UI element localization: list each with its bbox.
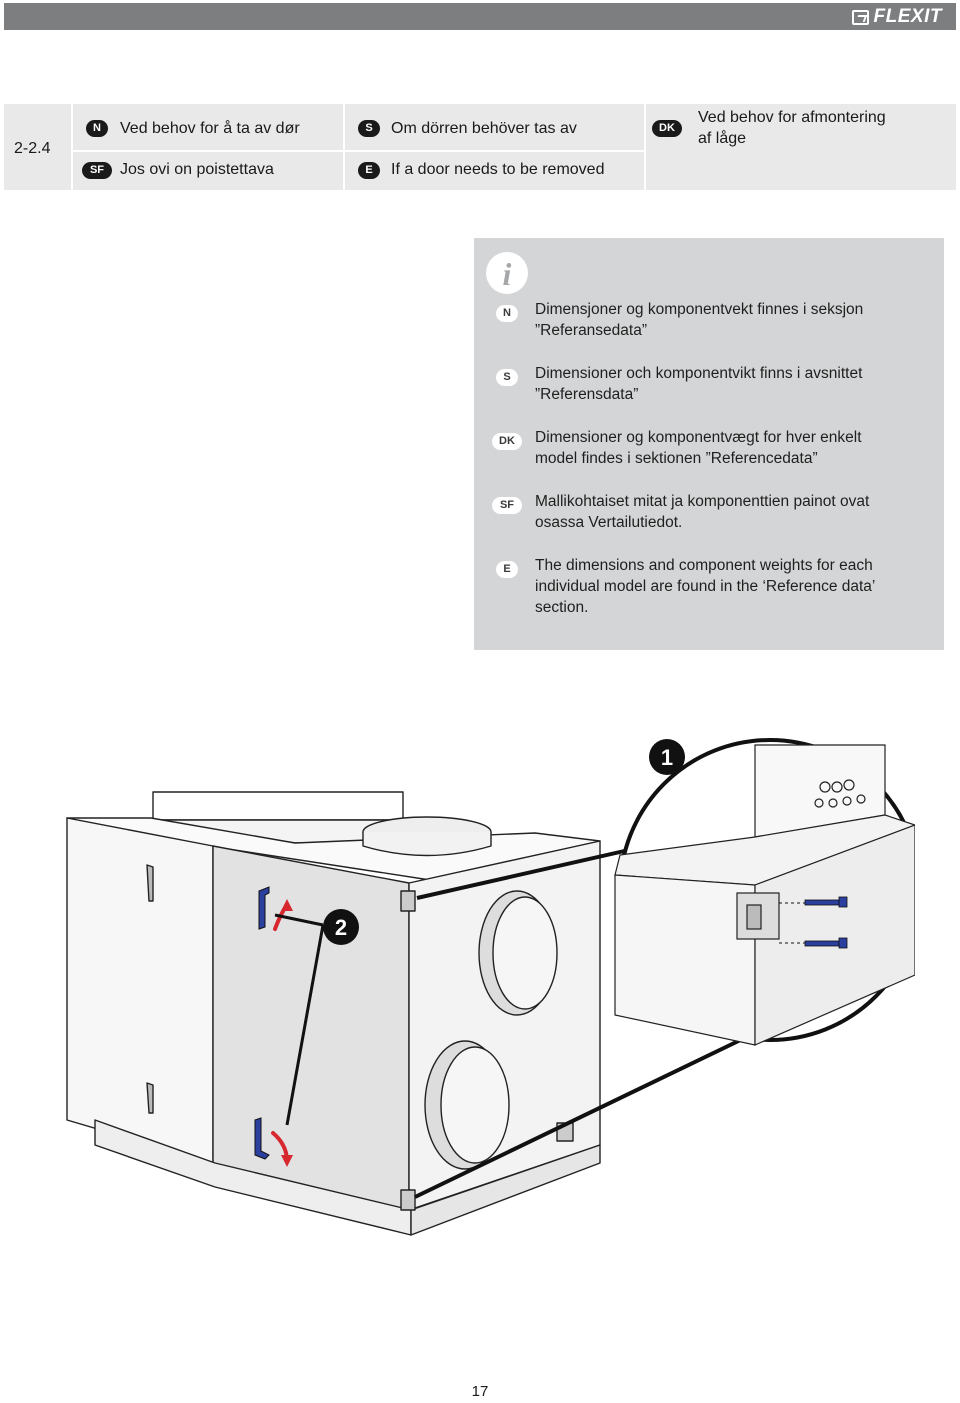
info-text-s: Dimensioner och komponentvikt finns i av… [535,365,863,403]
callout-1-icon: 1 [649,739,685,775]
info-badge-sf: SF [492,497,522,514]
callout-2-icon: 2 [323,909,359,945]
heading-text-dk-line1: Ved behov for afmontering [698,109,886,126]
door-handle-icon [254,886,270,1160]
lang-badge-n: N [86,120,108,137]
heading-text-sf: Jos ovi on poistettava [120,161,274,178]
section-heading: 2-2.4 N Ved behov for å ta av dør S Om d… [4,104,956,190]
heading-text-s: Om dörren behöver tas av [391,120,577,137]
page-number: 17 [471,1383,489,1400]
heading-text-e: If a door needs to be removed [391,161,605,178]
callout-1-label: 1 [661,745,673,770]
unit-door-removal-illustration: 1 2 [66,738,915,1236]
brand-bar: FLEXIT [4,3,956,30]
info-box: i N Dimensjoner og komponentvekt finnes … [474,238,944,650]
info-text-dk: Dimensioner og komponentvægt for hver en… [535,429,862,467]
info-badge-n: N [496,305,518,322]
brand-name: FLEXIT [873,6,942,27]
info-icon: i [486,252,528,294]
callout-2-label: 2 [335,915,347,940]
lang-badge-sf: SF [82,162,112,179]
heading-text-n: Ved behov for å ta av dør [120,120,300,137]
info-text-e: The dimensions and component weights for… [535,557,876,616]
info-badge-dk: DK [492,433,522,450]
flexit-logo-icon [851,9,869,25]
lang-badge-dk: DK [652,120,682,137]
info-text-n: Dimensjoner og komponentvekt finnes i se… [535,301,864,339]
lang-badge-s: S [358,120,380,137]
heading-text-dk-line2: af låge [698,130,747,147]
info-badge-s: S [496,369,518,386]
lang-badge-e: E [358,162,380,179]
flexit-logo: FLEXIT [851,6,942,27]
info-badge-e: E [496,561,518,578]
info-text-sf: Mallikohtaiset mitat ja komponenttien pa… [535,493,870,531]
section-number: 2-2.4 [14,140,51,157]
